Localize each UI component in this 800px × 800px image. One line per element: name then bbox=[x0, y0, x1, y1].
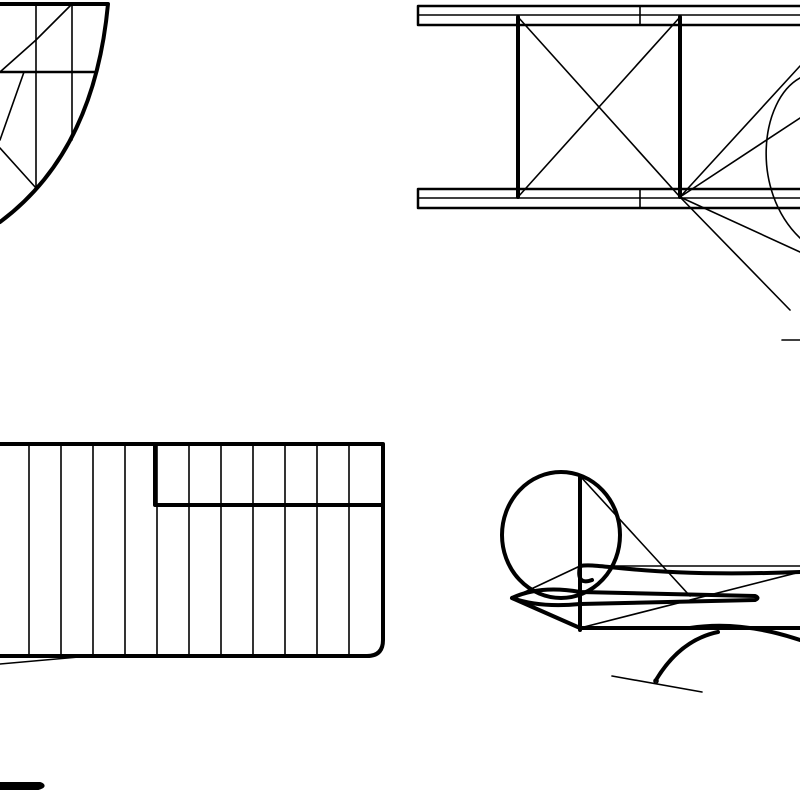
nose-brace bbox=[511, 597, 581, 629]
side-view bbox=[500, 470, 800, 693]
rudder-outline bbox=[0, 2, 110, 224]
aileron-outline bbox=[153, 442, 385, 507]
rudder-brace bbox=[35, 3, 73, 41]
bracing-wire bbox=[679, 196, 800, 253]
wing-outline bbox=[0, 442, 385, 658]
nose-brace bbox=[579, 475, 691, 597]
rudder-view bbox=[0, 2, 110, 224]
propeller-arc bbox=[765, 77, 800, 239]
bracing-wire bbox=[679, 117, 800, 198]
bracing-wire bbox=[679, 65, 800, 198]
bracing-wire bbox=[517, 16, 681, 198]
lower-part bbox=[0, 782, 45, 790]
nose-brace bbox=[511, 565, 581, 599]
wing-plan-view bbox=[0, 442, 385, 790]
fuselage-belly bbox=[688, 623, 800, 642]
cowl-lip bbox=[577, 564, 594, 584]
rudder-brace bbox=[0, 71, 25, 141]
trailing-edge-line bbox=[0, 655, 91, 665]
rudder-brace bbox=[0, 147, 37, 189]
bracing-wire bbox=[679, 196, 791, 311]
nose-spinner bbox=[510, 587, 760, 608]
gear-wheel-hub bbox=[653, 678, 659, 684]
ground-line bbox=[611, 675, 703, 693]
landing-gear bbox=[654, 630, 720, 682]
cowling-ellipse bbox=[500, 470, 622, 600]
nose-brace bbox=[579, 571, 800, 629]
front-view bbox=[416, 4, 800, 341]
rudder-brace bbox=[0, 39, 37, 73]
